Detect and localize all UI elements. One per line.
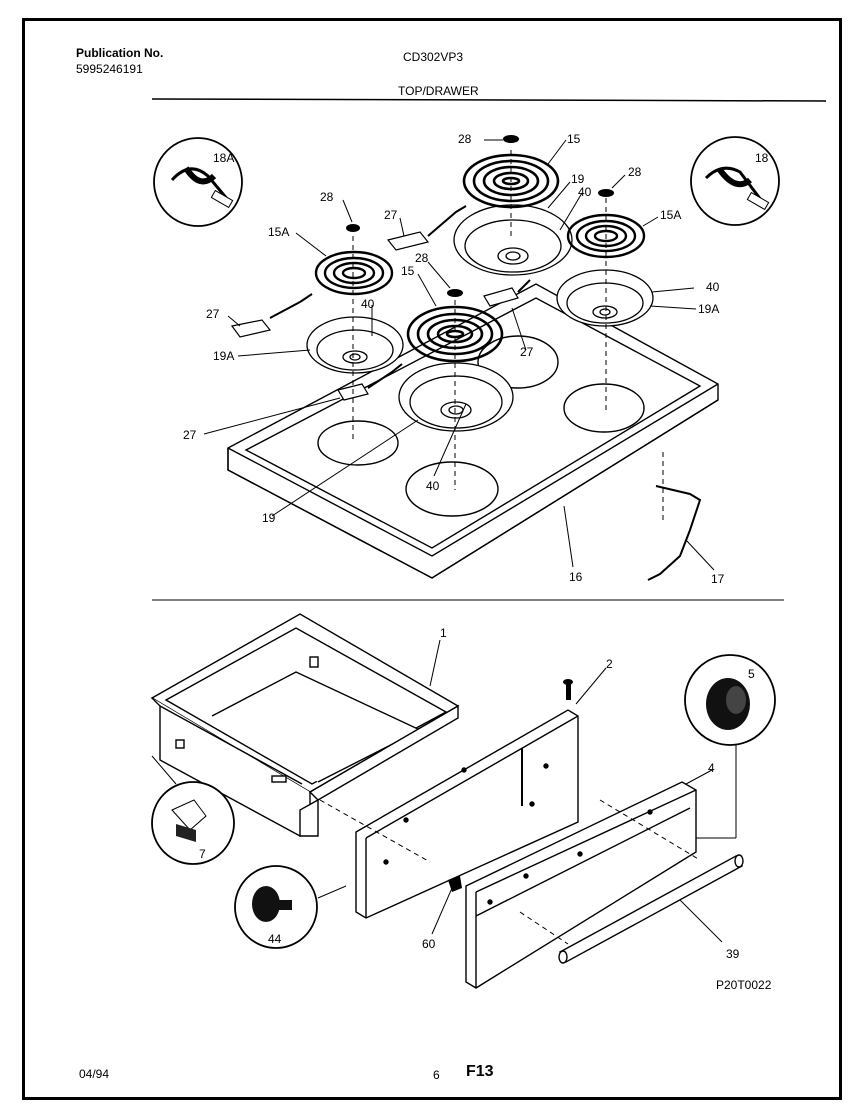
- callout-27: 27: [206, 307, 220, 321]
- callout-27: 27: [384, 208, 398, 222]
- callout-40: 40: [426, 479, 440, 493]
- callout-2: 2: [606, 657, 613, 671]
- callout-1: 1: [440, 626, 447, 640]
- callout-19A: 19A: [698, 302, 719, 316]
- inset-18-clip: [690, 136, 780, 226]
- callout-15: 15: [401, 264, 415, 278]
- callout-28: 28: [415, 251, 429, 265]
- callout-40: 40: [578, 185, 592, 199]
- guide-lines-drawer: [319, 799, 701, 945]
- callout-18: 18: [755, 151, 769, 165]
- callout-27: 27: [520, 345, 534, 359]
- inset-44-bumper: [234, 865, 318, 949]
- inset-5-knob: [684, 654, 776, 746]
- callout-60: 60: [422, 937, 436, 951]
- callout-28: 28: [628, 165, 642, 179]
- drip-bowl-19-center: [398, 362, 514, 432]
- callout-16: 16: [569, 570, 583, 584]
- drip-bowl-19-rear: [453, 204, 573, 276]
- callout-19: 19: [571, 172, 585, 186]
- callout-15A: 15A: [660, 208, 681, 222]
- callout-40: 40: [706, 280, 720, 294]
- footer-figure: F13: [466, 1063, 494, 1080]
- callout-17: 17: [711, 572, 725, 586]
- inset-7-catch: [151, 781, 235, 865]
- callout-15: 15: [567, 132, 581, 146]
- callout-4: 4: [708, 761, 715, 775]
- callout-19A: 19A: [213, 349, 234, 363]
- leader-lines-top: [203, 139, 715, 571]
- callout-7: 7: [199, 847, 206, 861]
- screw-2: [563, 679, 573, 700]
- footer-page: 6: [433, 1068, 440, 1082]
- element-caps-28: [346, 135, 614, 297]
- callout-28: 28: [458, 132, 472, 146]
- callout-19: 19: [262, 511, 276, 525]
- guide-lines: [352, 150, 664, 520]
- drawer-body-1: [150, 613, 460, 837]
- footer-date: 04/94: [79, 1067, 110, 1081]
- drawer-outer-panel-4: [465, 781, 697, 989]
- drip-bowl-19A-left: [306, 316, 404, 374]
- callout-27: 27: [183, 428, 197, 442]
- surface-element-15A-left: [314, 250, 394, 296]
- drawer-front-panel-2: [355, 709, 579, 919]
- header-rule: [151, 98, 827, 102]
- support-rod-17: [647, 485, 702, 581]
- publication-label: Publication No.: [76, 46, 164, 60]
- callout-44: 44: [268, 932, 282, 946]
- section-title: TOP/DRAWER: [398, 84, 479, 98]
- drawer-handle-39: [558, 854, 744, 964]
- inset-18A-clip: [153, 137, 243, 227]
- diagram-code: P20T0022: [716, 978, 772, 992]
- callout-39: 39: [726, 947, 740, 961]
- callout-40: 40: [361, 297, 375, 311]
- callout-28: 28: [320, 190, 334, 204]
- leader-lines-bottom: [151, 639, 737, 943]
- publication-number: 5995246191: [76, 62, 143, 76]
- model-number: CD302VP3: [403, 50, 464, 64]
- cooktop-panel: [227, 283, 719, 579]
- callout-5: 5: [748, 667, 755, 681]
- callout-15A: 15A: [268, 225, 289, 239]
- drip-bowl-19A-right: [556, 269, 654, 327]
- callout-18A: 18A: [213, 151, 234, 165]
- receptacles-27: [230, 205, 531, 401]
